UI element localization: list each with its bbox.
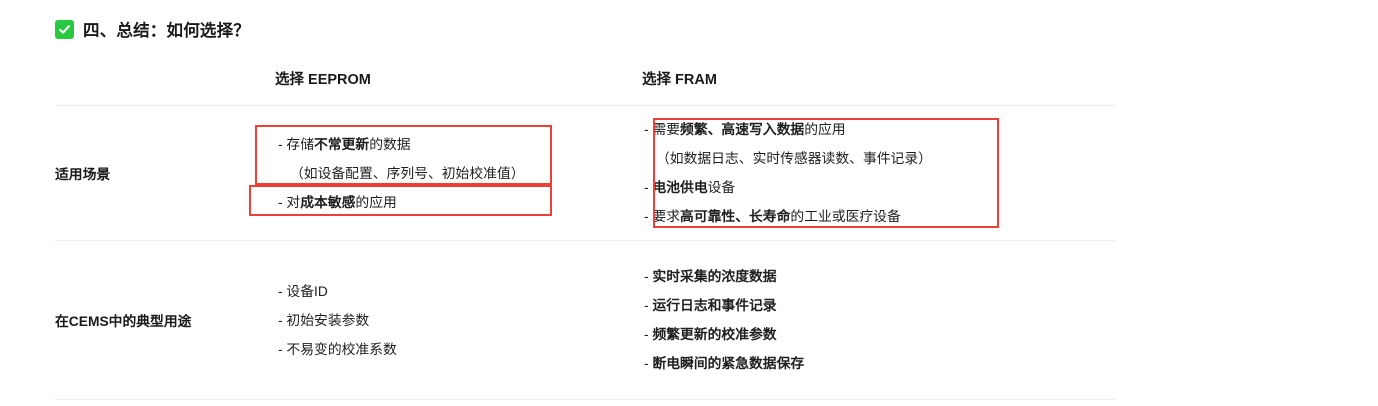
bullet-line: （如数据日志、实时传感器读数、事件记录）: [644, 144, 1115, 173]
emphasized-segment: 断电瞬间的紧急数据保存: [652, 356, 805, 371]
text-segment: （如数据日志、实时传感器读数、事件记录）: [656, 151, 932, 166]
bullet-line: - 实时采集的浓度数据: [644, 262, 1115, 291]
text-segment: 的应用: [355, 194, 397, 210]
table-row: 在CEMS中的典型用途 - 设备ID - 初始安装参数 - 不易变的校准系数 - 实…: [55, 241, 1115, 399]
emphasized-segment: 不常更新: [314, 136, 370, 152]
bullet-line: - 需要频繁、高速写入数据的应用: [644, 115, 1115, 144]
emphasized-segment: 成本敏感: [300, 194, 356, 210]
emphasized-segment: 频繁更新的校准参数: [652, 327, 777, 342]
text-segment: 的数据: [369, 136, 411, 152]
text-segment: - 初始安装参数: [278, 312, 370, 328]
text-segment: - 不易变的校准系数: [278, 341, 397, 357]
bullet-line: - 不易变的校准系数: [278, 335, 630, 364]
emphasized-segment: 实时采集的浓度数据: [652, 269, 777, 284]
bullet-line: - 断电瞬间的紧急数据保存: [644, 349, 1115, 378]
text-segment: - 对: [278, 194, 301, 210]
cell-eeprom-cems-usage: - 设备ID - 初始安装参数 - 不易变的校准系数: [250, 241, 630, 399]
emphasized-segment: 高可靠性、长寿命: [680, 209, 791, 224]
emphasized-segment: 频繁、高速写入数据: [680, 122, 805, 137]
bullet-line: - 设备ID: [278, 277, 630, 306]
text-segment: 的工业或医疗设备: [790, 209, 901, 224]
text-segment: -: [644, 269, 653, 284]
text-segment: -: [644, 327, 653, 342]
table-divider-top: [55, 105, 1115, 106]
green-check-mark-icon: [55, 19, 74, 39]
text-segment: （如设备配置、序列号、初始校准值）: [290, 165, 525, 181]
table-divider-bottom: [55, 399, 1115, 400]
page-title-text: 四、总结：如何选择？: [83, 22, 250, 40]
bullet-line: - 对成本敏感的应用: [278, 188, 630, 217]
emphasized-segment: 运行日志和事件记录: [652, 298, 777, 313]
text-segment: - 要求: [644, 209, 681, 224]
bullet-line: - 初始安装参数: [278, 306, 630, 335]
page-title: 四、总结：如何选择？: [55, 17, 250, 41]
bullet-line: - 存储不常更新的数据: [278, 130, 630, 159]
cell-fram-scenarios: - 需要频繁、高速写入数据的应用（如数据日志、实时传感器读数、事件记录）- 电池…: [630, 106, 1115, 240]
table-row: 适用场景 - 存储不常更新的数据 （如设备配置、序列号、初始校准值） - 对成本敏感…: [55, 106, 1115, 240]
bullet-line: - 运行日志和事件记录: [644, 291, 1115, 320]
text-segment: -: [644, 298, 653, 313]
table-divider-middle: [55, 240, 1115, 241]
bullet-line: - 频繁更新的校准参数: [644, 320, 1115, 349]
emphasized-segment: 电池供电: [652, 180, 708, 195]
text-segment: 的应用: [804, 122, 846, 137]
row-label-cems-usage: 在CEMS中的典型用途: [55, 314, 192, 329]
bullet-line: （如设备配置、序列号、初始校准值）: [278, 159, 630, 188]
text-segment: - 需要: [644, 122, 681, 137]
header-cell-fram: 选择 FRAM: [642, 72, 717, 88]
bullet-line: - 电池供电设备: [644, 173, 1115, 202]
text-segment: 设备: [707, 180, 736, 195]
row-label-scenarios: 适用场景: [55, 167, 111, 182]
cell-eeprom-scenarios: - 存储不常更新的数据 （如设备配置、序列号、初始校准值） - 对成本敏感的应用: [250, 106, 630, 240]
text-segment: - 存储: [278, 136, 315, 152]
text-segment: - 设备ID: [278, 283, 328, 299]
bullet-line: - 要求高可靠性、长寿命的工业或医疗设备: [644, 202, 1115, 231]
comparison-table: 选择 EEPROM 选择 FRAM 适用场景 - 存储不常更新的数据 （如设备配置…: [55, 62, 1115, 400]
text-segment: -: [644, 180, 653, 195]
header-cell-label: [55, 68, 250, 89]
table-header-row: 选择 EEPROM 选择 FRAM: [55, 62, 1115, 105]
cell-fram-cems-usage: - 实时采集的浓度数据- 运行日志和事件记录- 频繁更新的校准参数- 断电瞬间的…: [630, 241, 1115, 399]
header-cell-eeprom: 选择 EEPROM: [275, 72, 371, 88]
text-segment: -: [644, 356, 653, 371]
